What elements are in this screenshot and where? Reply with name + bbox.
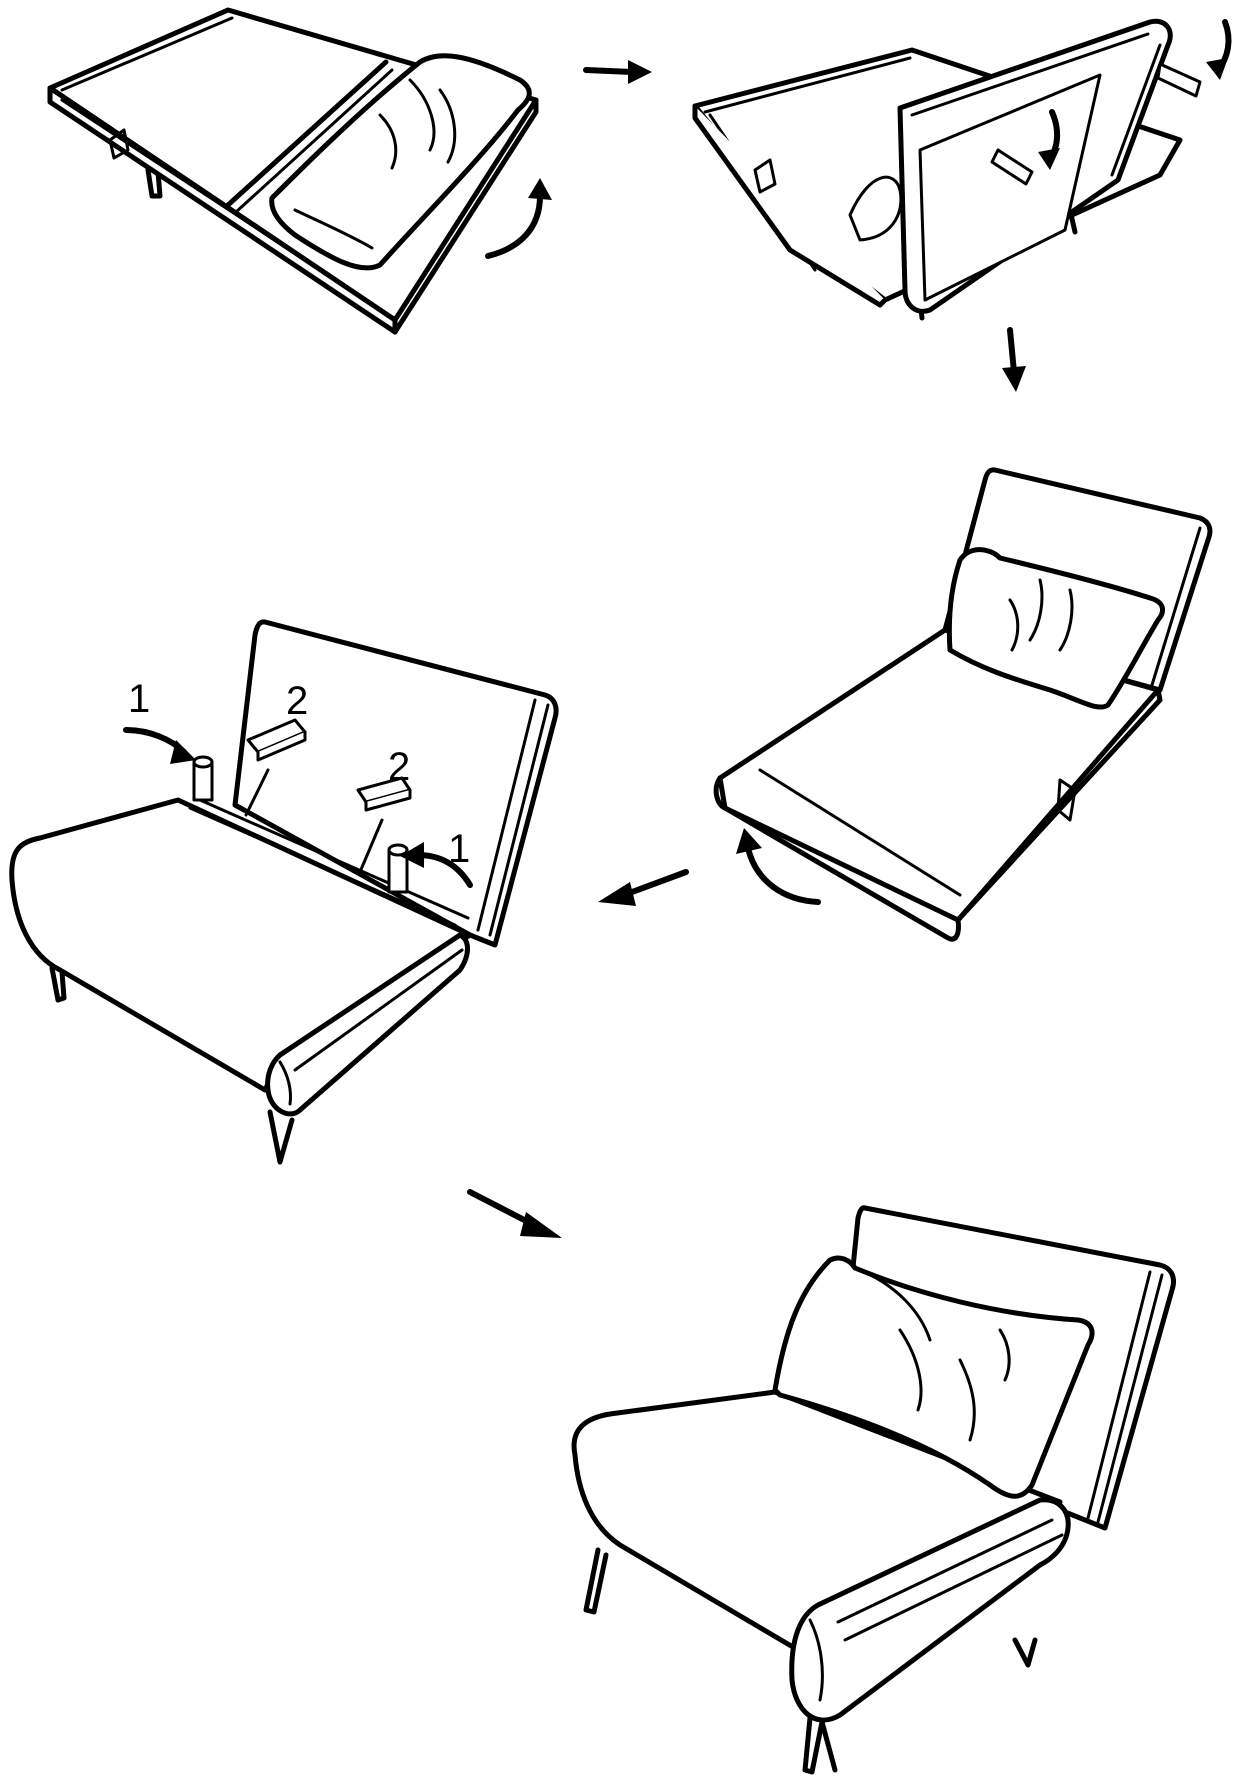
label-bracket-2: 2 [286, 679, 308, 723]
step-4-insert-parts [12, 622, 556, 1162]
step-3-chair-extended [716, 470, 1210, 939]
arrow-down-left-icon [598, 872, 686, 906]
label-pin-1: 1 [448, 827, 470, 871]
curved-arrow-icon [1206, 22, 1229, 80]
label-bracket-2: 2 [388, 745, 410, 789]
curved-arrow-icon [488, 178, 552, 256]
arrow-down-icon [1002, 330, 1026, 392]
step-2-fold-frame [695, 21, 1200, 318]
step-5-finished-chair [574, 1208, 1173, 1772]
curved-arrow-icon [126, 730, 196, 764]
arrow-down-right-icon [470, 1192, 562, 1238]
label-pin-1: 1 [128, 677, 150, 721]
arrow-right-icon [586, 60, 652, 84]
step-1-flat-bed [50, 10, 536, 332]
